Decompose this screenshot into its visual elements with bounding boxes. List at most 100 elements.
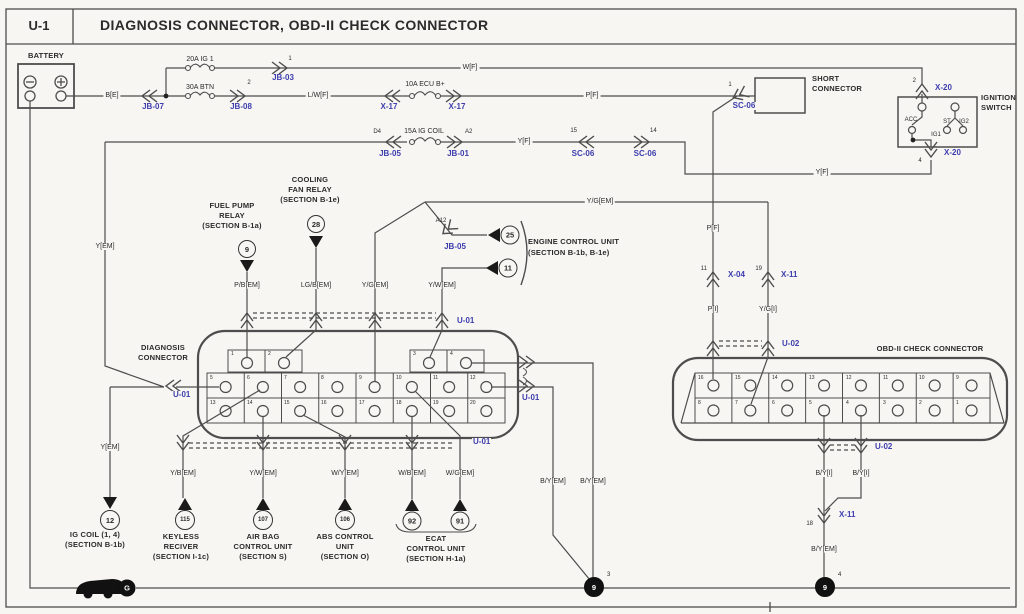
wire-y-f: Y[F] [515, 138, 533, 145]
diagnosis-connector-label2: CONNECTOR [138, 353, 188, 362]
airbag-line1: AIR BAG [246, 532, 280, 541]
fuse-20a-ig1: 20A IG 1 [184, 56, 216, 63]
wire-by-em-3: B/Y[EM] [809, 546, 839, 553]
obd-pin-8: 8 [698, 400, 701, 406]
ecu-line2: (SECTION B-1b, B-1e) [528, 248, 610, 257]
short-connector-line1: SHORT [812, 74, 840, 83]
u01-right-squiggle [522, 367, 527, 386]
ig-coil-line1: IG COIL (1, 4) [69, 530, 121, 539]
wire-wb-em: W/B[EM] [396, 470, 428, 477]
ignition-switch-symbol [897, 96, 978, 148]
num-x-20-bottom: 4 [918, 158, 922, 164]
abs-arrow-icon [338, 498, 352, 510]
obd-pin-16: 16 [698, 375, 704, 381]
ground-ref-4: 9 [815, 577, 835, 597]
ref-x-20-bottom: X-20 [943, 148, 962, 157]
diag-pin-19: 19 [433, 400, 439, 406]
diag-pin-14: 14 [247, 400, 253, 406]
cooling-fan-relay-line3: (SECTION B-1e) [280, 195, 340, 204]
ref-x-17-a: X-17 [379, 102, 399, 111]
abs-line2: UNIT [335, 542, 355, 551]
obd-pin-5: 5 [809, 400, 812, 406]
wire-yg-em-2: Y/G[EM] [359, 282, 391, 289]
ecu-brace [520, 220, 528, 286]
ref-u-01-bottom: U-01 [472, 437, 492, 446]
fuel-pump-arrow-icon [240, 260, 254, 272]
short-connector-line2: CONNECTOR [812, 84, 862, 93]
ground-ref-3: 9 [584, 577, 604, 597]
diag-pin-6: 6 [247, 375, 250, 381]
airbag-arrow-icon [256, 498, 270, 510]
wire-pin12-ground [491, 386, 591, 581]
fuse-10a-ecu: 10A ECU B+ [403, 81, 447, 88]
obd-connector-outline [671, 356, 1009, 442]
short-connector-box [754, 77, 806, 114]
fuel-pump-relay-line3: (SECTION B-1a) [202, 221, 262, 230]
num-x-11-b: 18 [806, 521, 813, 527]
connector-cells [206, 349, 991, 424]
ign-acc: ACC [904, 117, 918, 123]
wire-wy-em: W/Y[EM] [329, 470, 361, 477]
fuse-15a-igcoil-icon [408, 137, 442, 146]
wire-w-f: W[F] [460, 64, 480, 71]
body-ground-g: G [118, 579, 136, 597]
battery-label: BATTERY [28, 51, 64, 60]
obd-pin-10: 10 [919, 375, 925, 381]
obd-pin-7: 7 [735, 400, 738, 406]
cooling-fan-relay-line1: COOLING [291, 175, 329, 184]
diag-pin-9: 9 [359, 375, 362, 381]
ecat-line2: CONTROL UNIT [406, 544, 466, 553]
ign-ig1: IG1 [931, 132, 941, 138]
ecat92-arrow-icon [405, 499, 419, 511]
ref-u-02-top: U-02 [781, 339, 801, 348]
wire-yg-i: Y/G[I] [757, 306, 779, 313]
diag-pin-7: 7 [284, 375, 287, 381]
wire-y-em: Y[EM] [93, 243, 117, 250]
ref-sc-06-b: SC-06 [632, 149, 658, 158]
ig-coil-arrow-icon [103, 497, 117, 509]
obd-pin-15: 15 [735, 375, 741, 381]
battery-plus-icon [57, 78, 65, 86]
ref-jb-08: JB-08 [229, 102, 253, 111]
page-borders [5, 8, 1017, 612]
ignition-switch-line1: IGNITION [981, 93, 1016, 102]
page-title: DIAGNOSIS CONNECTOR, OBD-II CHECK CONNEC… [100, 17, 489, 33]
abs-line1: ABS CONTROL [316, 532, 374, 541]
obd-pin-12: 12 [846, 375, 852, 381]
wire-by-i-1: B/Y[I] [813, 470, 835, 477]
ecat-ref-92: 92 [402, 511, 422, 531]
num-a12: A12 [435, 218, 447, 224]
pin-circles [219, 356, 978, 418]
obd-pin-6: 6 [772, 400, 775, 406]
diag-pin-17: 17 [359, 400, 365, 406]
ref-jb-05-b: JB-05 [443, 242, 467, 251]
num-x-04: 11 [700, 266, 707, 272]
fuse-30a-btn: 30A BTN [183, 84, 217, 91]
wire-yg-to-ecu25 [424, 201, 487, 236]
fuse-symbols [184, 63, 442, 146]
wire-y-f-2: Y[F] [813, 169, 831, 176]
fuel-pump-relay-line2: RELAY [219, 211, 245, 220]
ref-sc-06-c: SC-06 [731, 101, 757, 110]
airbag-ref: 107 [253, 510, 273, 530]
diag-pin-20: 20 [470, 400, 476, 406]
ig-coil-ref: 12 [100, 510, 120, 530]
obd-pin-2: 2 [919, 400, 922, 406]
num-d4: D4 [373, 129, 381, 135]
wire-p-f: P[F] [583, 92, 601, 99]
diag-pin-3: 3 [413, 351, 416, 357]
obd-pin-11: 11 [883, 375, 889, 381]
cooling-fan-relay-line2: FAN RELAY [288, 185, 332, 194]
ecu-line1: ENGINE CONTROL UNIT [528, 237, 620, 246]
obd-pin-4: 4 [846, 400, 849, 406]
fuel-pump-relay-line1: FUEL PUMP [209, 201, 255, 210]
diag-pin-16: 16 [321, 400, 327, 406]
wire-b-e: B[E] [103, 92, 121, 99]
wire-yg-to-pin9 [374, 201, 426, 381]
airbag-line2: CONTROL UNIT [233, 542, 293, 551]
diag-pin-15: 15 [284, 400, 290, 406]
ecat-bracket [395, 523, 477, 533]
diag-pin-5: 5 [210, 375, 213, 381]
ref-jb-05: JB-05 [378, 149, 402, 158]
